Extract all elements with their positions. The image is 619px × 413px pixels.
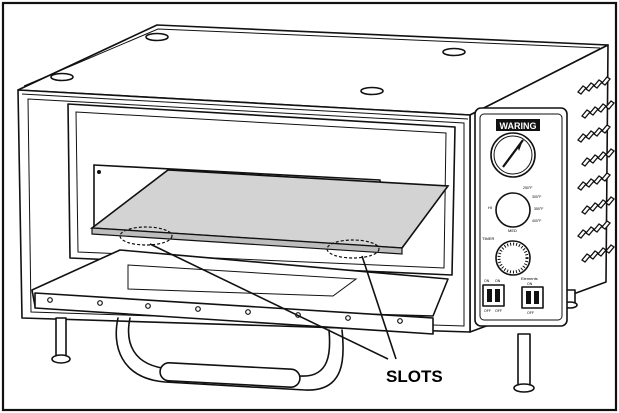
door-window xyxy=(127,264,358,297)
oven-legs xyxy=(51,289,578,393)
vent-slot xyxy=(605,244,615,254)
temp-dial-mark-hi: HI xyxy=(488,205,492,210)
vent-slot xyxy=(601,172,611,182)
left-switch-label-on-1: ON xyxy=(484,279,490,283)
slot-marker-left xyxy=(119,226,173,246)
right-switch-label-on: ON xyxy=(527,282,533,286)
door-rivets xyxy=(47,297,403,324)
oven-door xyxy=(31,249,449,391)
left-switch-label-off-2: OFF xyxy=(495,309,502,313)
slots-callout: SLOTS xyxy=(149,243,443,386)
temp-dial-mark-300: 300°F xyxy=(532,195,541,199)
slot-marker-right xyxy=(326,239,380,259)
left-switch-label-on-2: ON xyxy=(495,279,501,283)
top-foot-back-left xyxy=(145,32,169,42)
temp-dial-mark-250: 250°F xyxy=(523,186,532,190)
side-vents xyxy=(577,76,615,263)
vent-slot xyxy=(601,124,611,134)
vent-slot xyxy=(605,196,615,206)
brand-badge xyxy=(496,119,540,131)
callout-leader-right xyxy=(361,255,397,360)
top-foot-front-right xyxy=(360,86,384,96)
left-switch-label-off-1: OFF xyxy=(484,309,491,313)
top-foot-back-right xyxy=(442,47,466,57)
control-panel: WARING HI MED 250°F 300°F 350°F 400°F TI… xyxy=(474,107,568,327)
vent-slot xyxy=(605,100,615,110)
slots-label: SLOTS xyxy=(386,367,443,386)
right-switch-label-off: OFF xyxy=(527,311,534,315)
timer-dial-icon: TIMER xyxy=(482,236,531,276)
rocker-switch-icon: ON ON OFF OFF xyxy=(482,279,505,313)
door-edge xyxy=(34,292,434,335)
vent-slot xyxy=(601,220,611,230)
vent-slot xyxy=(605,148,615,158)
thermometer-gauge-icon xyxy=(490,132,536,178)
temperature-dial-icon: HI MED 250°F 300°F 350°F 400°F xyxy=(488,186,543,233)
door-handle-bar xyxy=(115,317,344,391)
timer-dial-mark: TIMER xyxy=(482,236,495,241)
callout-leader-left xyxy=(149,243,389,360)
oven-cavity xyxy=(67,103,456,276)
right-switch-label-elements: Elements xyxy=(521,276,538,281)
temp-dial-mark-400: 400°F xyxy=(532,219,541,223)
temp-dial-mark-350: 350°F xyxy=(534,207,543,211)
brand-badge-text: WARING xyxy=(500,121,537,131)
top-foot-front-left xyxy=(50,72,74,82)
elements-switch: Elements ON OFF xyxy=(521,276,544,315)
vent-slot xyxy=(601,76,611,86)
temp-dial-mark-med: MED xyxy=(508,228,517,233)
door-handle-grip xyxy=(159,362,301,388)
